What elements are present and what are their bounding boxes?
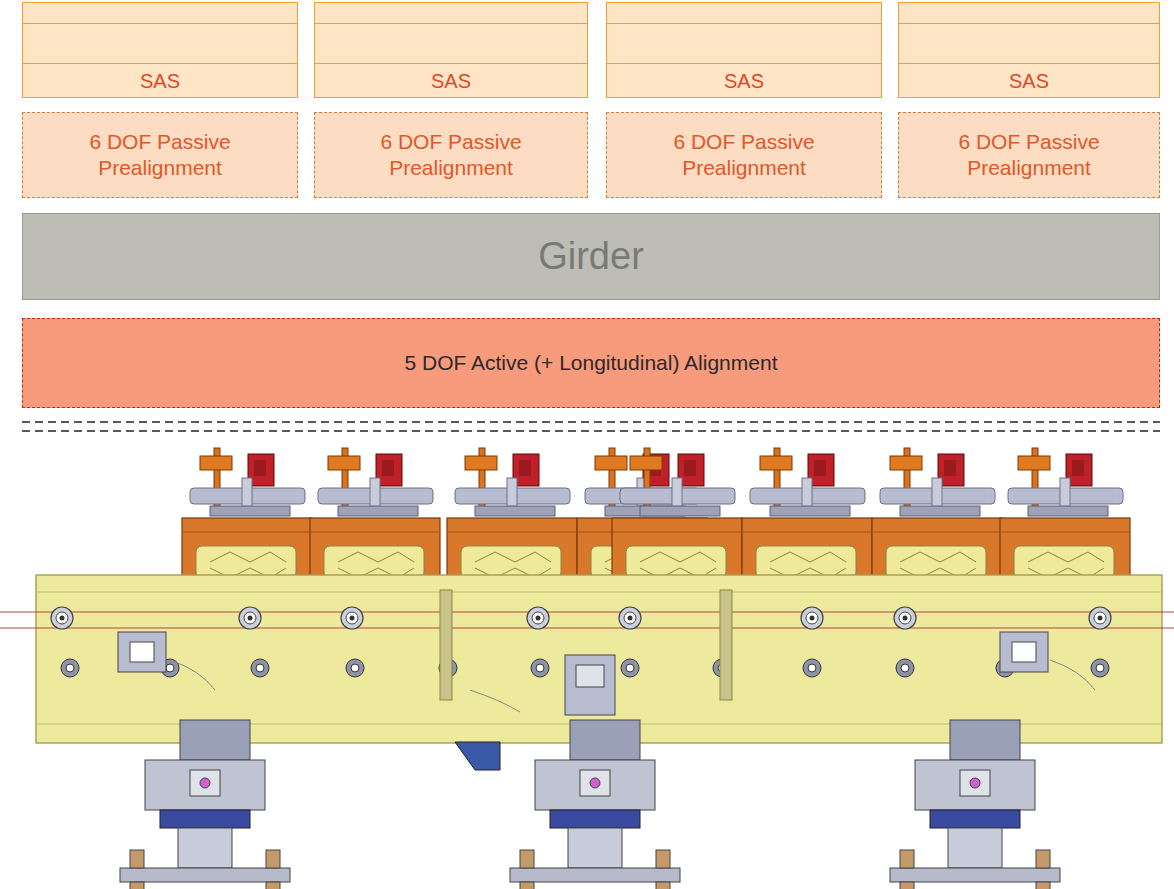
band-line [899, 23, 1159, 24]
band-line [23, 63, 297, 64]
prealignment-box: 6 DOF Passive Prealignment [898, 112, 1160, 198]
node-label: SAS [1009, 69, 1049, 94]
band-line [899, 63, 1159, 64]
prealignment-box: 6 DOF Passive Prealignment [314, 112, 588, 198]
band-line [315, 23, 587, 24]
girder-box: Girder [22, 213, 1160, 300]
node-label: Girder [538, 233, 644, 281]
band-line [315, 63, 587, 64]
node-label: SAS [724, 69, 764, 94]
node-label: 6 DOF Passive Prealignment [351, 129, 551, 182]
node-label: 6 DOF Passive Prealignment [929, 129, 1129, 182]
sas-box: SAS [314, 2, 588, 98]
node-label: 5 DOF Active (+ Longitudinal) Alignment [405, 350, 778, 376]
node-label: 6 DOF Passive Prealignment [644, 129, 844, 182]
prealignment-box: 6 DOF Passive Prealignment [606, 112, 882, 198]
sas-box: SAS [22, 2, 298, 98]
prealignment-box: 6 DOF Passive Prealignment [22, 112, 298, 198]
active-alignment-box: 5 DOF Active (+ Longitudinal) Alignment [22, 318, 1160, 408]
node-label: 6 DOF Passive Prealignment [60, 129, 260, 182]
band-line [23, 23, 297, 24]
node-label: SAS [431, 69, 471, 94]
sas-box: SAS [606, 2, 882, 98]
node-label: SAS [140, 69, 180, 94]
sas-box: SAS [898, 2, 1160, 98]
band-line [607, 23, 881, 24]
band-line [607, 63, 881, 64]
